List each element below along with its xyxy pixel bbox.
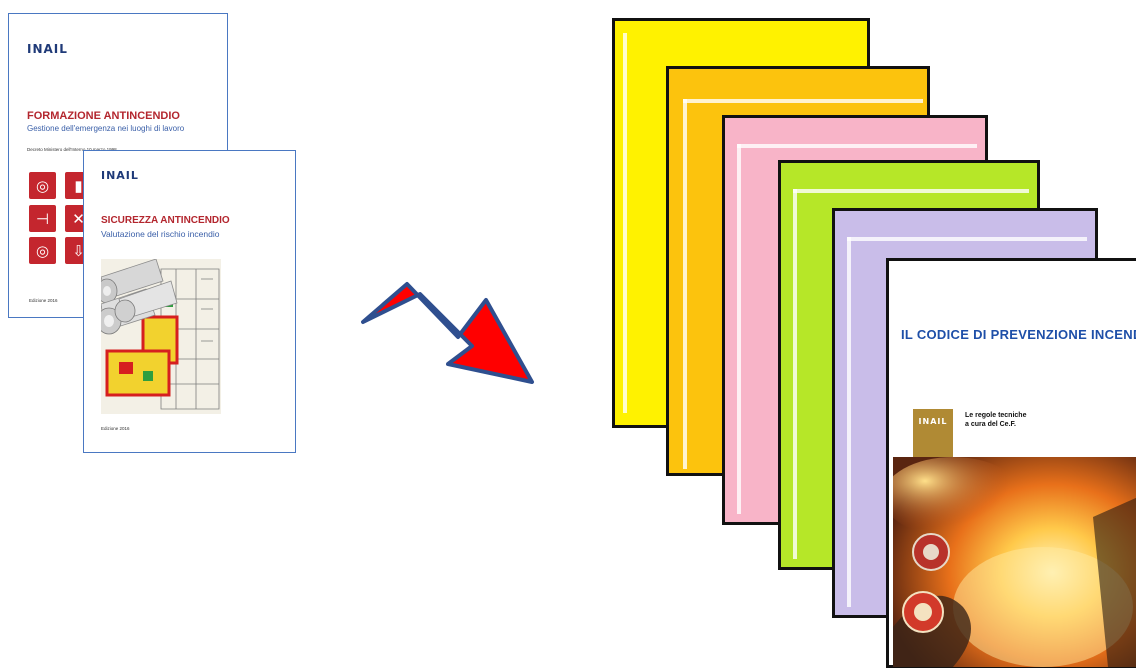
- cover-title: IL CODICE DI PREVENZIONE INCENDI: [901, 327, 1136, 342]
- cover-note-line2: a cura del Ce.F.: [965, 421, 1016, 428]
- booklet-edition: Edizione 2016: [101, 426, 130, 431]
- inail-logo-text: INAIL: [918, 417, 948, 426]
- booklet-title: SICUREZZA ANTINCENDIO: [101, 215, 230, 226]
- booklet-sicurezza: INAIL SICUREZZA ANTINCENDIO Valutazione …: [83, 150, 296, 453]
- cover-note-line1: Le regole tecniche: [965, 412, 1027, 419]
- booklet-subtitle: Gestione dell'emergenza nei luoghi di la…: [27, 124, 185, 133]
- inail-logo: INAIL: [27, 42, 68, 56]
- booklet-subtitle: Valutazione del rischio incendio: [101, 229, 220, 239]
- booklet-edition: Edizione 2016: [29, 298, 58, 303]
- booklet-decree: Decreto Ministero dell'Interno 10 marzo …: [27, 147, 117, 152]
- booklet-title: FORMAZIONE ANTINCENDIO: [27, 110, 180, 122]
- transition-arrow-icon: [361, 282, 534, 384]
- hose-reel-icon: ◎: [29, 172, 56, 199]
- cover-note: Le regole tecniche a cura del Ce.F.: [965, 411, 1026, 429]
- sprinkler-icon: ⊣: [29, 205, 56, 232]
- hydrant-icon: ◎: [29, 237, 56, 264]
- blueprint-photo: [101, 259, 221, 414]
- inail-logo: INAIL: [101, 169, 139, 182]
- fire-photo: [893, 457, 1136, 667]
- cover-codice-prevenzione: IL CODICE DI PREVENZIONE INCENDI INAIL 2…: [886, 258, 1136, 668]
